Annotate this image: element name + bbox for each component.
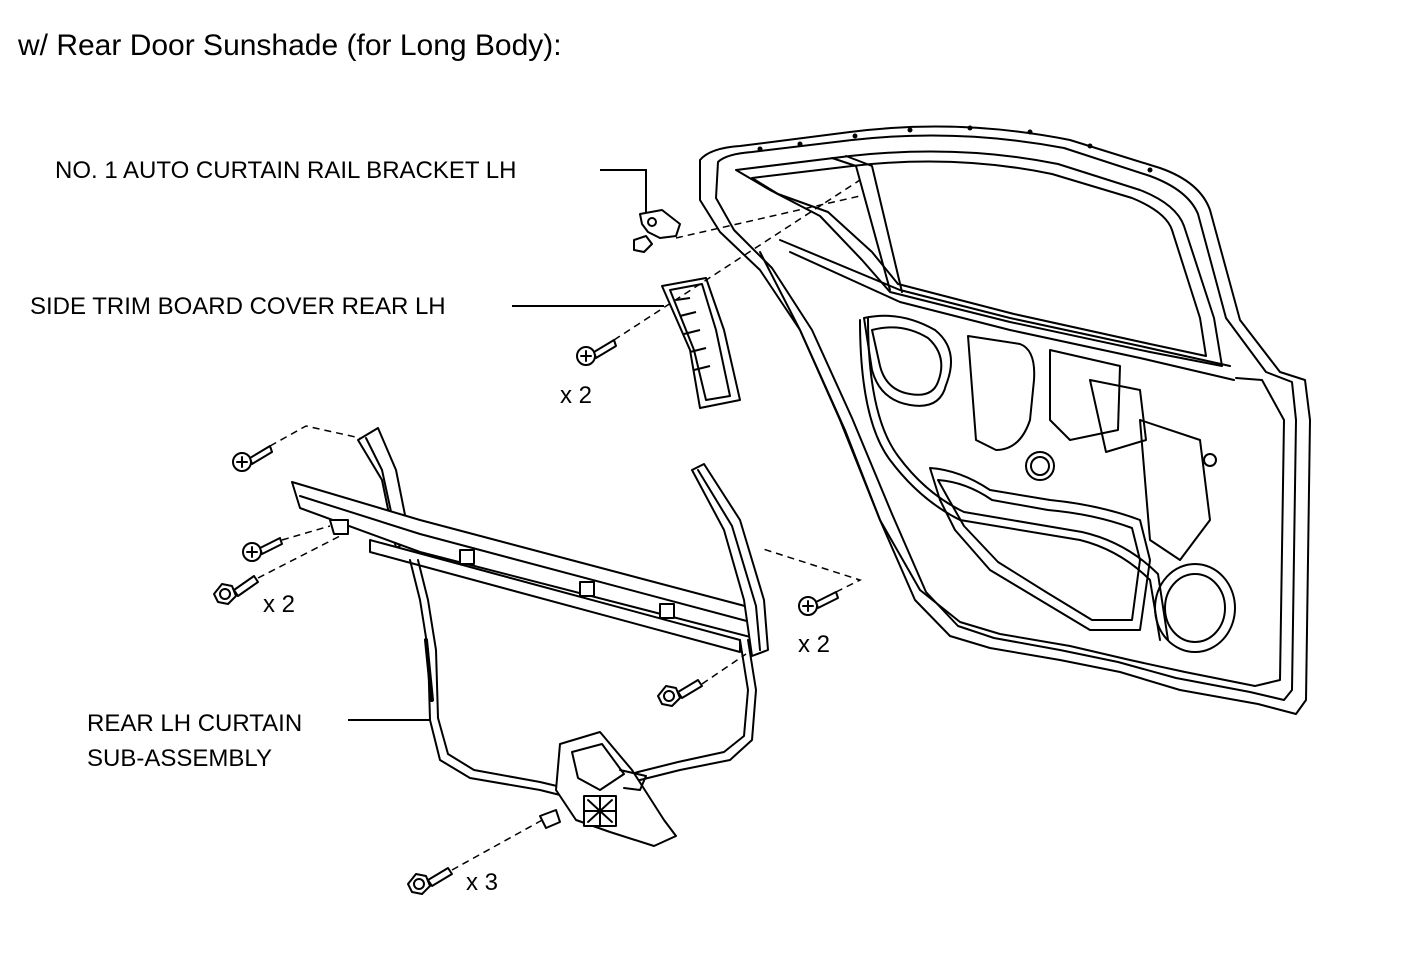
bottom-bolt xyxy=(408,868,452,894)
qty-trim-screws: x 2 xyxy=(560,382,592,409)
right-screw xyxy=(799,592,838,615)
left-middle-screw xyxy=(243,538,282,561)
label-trim-cover: SIDE TRIM BOARD COVER REAR LH xyxy=(30,293,446,320)
left-lower-bolt xyxy=(214,576,258,604)
leader-lines xyxy=(348,170,664,720)
diagram-title: w/ Rear Door Sunshade (for Long Body): xyxy=(17,29,562,62)
rear-door-panel xyxy=(700,127,1310,715)
side-trim-board-cover xyxy=(662,278,740,408)
left-upper-screw xyxy=(233,446,272,471)
trim-screw xyxy=(577,340,616,365)
label-rail-bracket: NO. 1 AUTO CURTAIN RAIL BRACKET LH xyxy=(55,157,516,184)
qty-right-screws: x 2 xyxy=(798,631,830,658)
middle-bolt xyxy=(658,680,702,706)
label-curtain-line1: REAR LH CURTAIN xyxy=(87,710,302,737)
rear-curtain-sub-assembly xyxy=(292,428,768,846)
auto-curtain-rail-bracket xyxy=(634,210,680,252)
fasteners xyxy=(214,340,838,894)
qty-bottom-bolts: x 3 xyxy=(466,869,498,896)
assembly-lines xyxy=(258,180,860,870)
qty-left-bolts: x 2 xyxy=(263,591,295,618)
label-curtain-line2: SUB-ASSEMBLY xyxy=(87,745,272,772)
